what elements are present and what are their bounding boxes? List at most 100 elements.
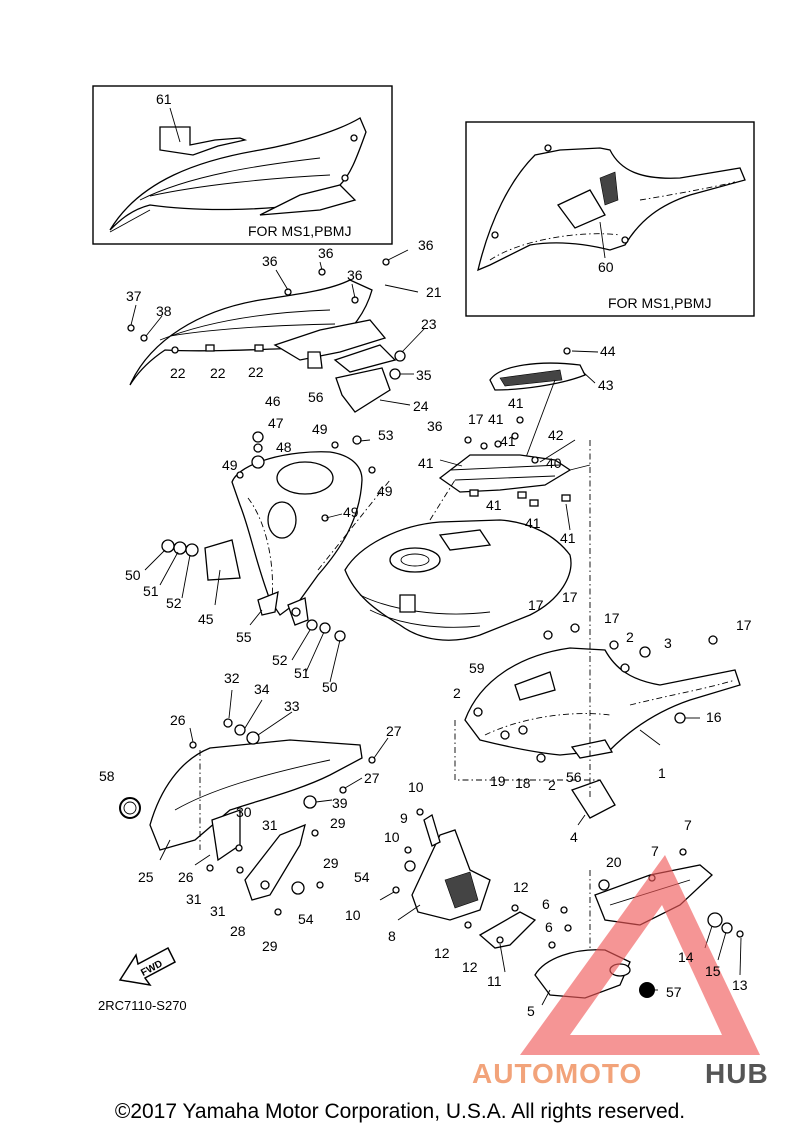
callout-42: 42 xyxy=(548,427,564,443)
callout-31: 31 xyxy=(262,817,278,833)
callout-29: 29 xyxy=(262,938,278,954)
callout-26: 26 xyxy=(170,712,186,728)
callout-32: 32 xyxy=(224,670,240,686)
callout-21: 21 xyxy=(426,284,442,300)
callout-22: 22 xyxy=(248,364,264,380)
callout-9: 9 xyxy=(400,810,408,826)
callout-7: 7 xyxy=(651,843,659,859)
callout-30: 30 xyxy=(236,804,252,820)
callout-20: 20 xyxy=(606,854,622,870)
inset-caption-61: FOR MS1,PBMJ xyxy=(248,223,351,239)
callout-49: 49 xyxy=(377,483,393,499)
inset-caption-60: FOR MS1,PBMJ xyxy=(608,295,711,311)
callout-labels: 36 36 36 36 21 37 38 23 22 22 22 35 56 2… xyxy=(99,237,752,1019)
callout-11: 11 xyxy=(487,973,502,989)
callout-36: 36 xyxy=(318,245,334,261)
callout-38: 38 xyxy=(156,303,172,319)
callout-40: 40 xyxy=(546,455,562,471)
callout-12: 12 xyxy=(462,959,478,975)
watermark-text-1: AUTOMOTO xyxy=(472,1058,642,1089)
upper-side-cover xyxy=(127,249,426,413)
callout-41: 41 xyxy=(525,515,541,531)
callout-35: 35 xyxy=(416,367,432,383)
callout-24: 24 xyxy=(413,398,429,414)
callout-47: 47 xyxy=(268,415,284,431)
callout-48: 48 xyxy=(276,439,292,455)
watermark-logo xyxy=(520,855,760,1055)
callout-41: 41 xyxy=(488,411,504,427)
callout-44: 44 xyxy=(600,343,616,359)
fwd-arrow: FWD xyxy=(118,946,176,987)
callout-5: 5 xyxy=(527,1003,535,1019)
callout-27: 27 xyxy=(364,770,380,786)
callout-10: 10 xyxy=(408,779,424,795)
callout-56: 56 xyxy=(308,389,324,405)
callout-1: 1 xyxy=(658,765,666,781)
callout-7: 7 xyxy=(684,817,692,833)
callout-36: 36 xyxy=(262,253,278,269)
callout-59: 59 xyxy=(469,660,485,676)
callout-53: 53 xyxy=(378,427,394,443)
callout-51: 51 xyxy=(294,665,310,681)
callout-13: 13 xyxy=(732,977,748,993)
callout-45: 45 xyxy=(198,611,214,627)
callout-2: 2 xyxy=(453,685,461,701)
bracket-40 xyxy=(438,416,591,531)
inner-panel-8 xyxy=(379,808,491,921)
callout-41: 41 xyxy=(486,497,502,513)
callout-23: 23 xyxy=(421,316,437,332)
callout-50: 50 xyxy=(125,567,141,583)
callout-61: 61 xyxy=(156,91,172,107)
callout-14: 14 xyxy=(678,949,694,965)
copyright-notice: ©2017 Yamaha Motor Corporation, U.S.A. A… xyxy=(114,1100,686,1123)
watermark-text-2: HUB xyxy=(705,1058,769,1089)
callout-50: 50 xyxy=(322,679,338,695)
callout-55: 55 xyxy=(236,629,252,645)
callout-49: 49 xyxy=(312,421,328,437)
callout-18: 18 xyxy=(515,775,531,791)
callout-27: 27 xyxy=(386,723,402,739)
callout-46: 46 xyxy=(265,393,281,409)
callout-36: 36 xyxy=(418,237,434,253)
callout-56: 56 xyxy=(566,769,582,785)
callout-17: 17 xyxy=(528,597,544,613)
callout-25: 25 xyxy=(138,869,154,885)
callout-39: 39 xyxy=(332,795,348,811)
callout-4: 4 xyxy=(570,829,578,845)
callout-31: 31 xyxy=(210,903,226,919)
callout-15: 15 xyxy=(705,963,721,979)
callout-52: 52 xyxy=(166,595,182,611)
callout-57: 57 xyxy=(666,984,682,1000)
callout-28: 28 xyxy=(230,923,246,939)
callout-8: 8 xyxy=(388,928,396,944)
inset-box-60: 60 FOR MS1,PBMJ xyxy=(465,121,755,317)
callout-19: 19 xyxy=(490,773,506,789)
callout-3: 3 xyxy=(664,635,672,651)
callout-6: 6 xyxy=(542,896,550,912)
callout-41: 41 xyxy=(560,530,576,546)
side-cover-1 xyxy=(454,440,741,826)
callout-2: 2 xyxy=(626,629,634,645)
callout-29: 29 xyxy=(323,855,339,871)
callout-58: 58 xyxy=(99,768,115,784)
cover-43 xyxy=(489,347,599,461)
callout-17: 17 xyxy=(468,411,484,427)
lower-cowl-25 xyxy=(119,689,389,916)
callout-51: 51 xyxy=(143,583,159,599)
tank-cover-45 xyxy=(144,431,391,683)
callout-33: 33 xyxy=(284,698,300,714)
callout-41: 41 xyxy=(500,433,516,449)
callout-36: 36 xyxy=(347,267,363,283)
fuel-tank xyxy=(344,479,572,641)
callout-16: 16 xyxy=(706,709,722,725)
callout-41: 41 xyxy=(418,455,434,471)
callout-17: 17 xyxy=(736,617,752,633)
callout-12: 12 xyxy=(513,879,529,895)
callout-49: 49 xyxy=(343,504,359,520)
diagram-code: 2RC7110-S270 xyxy=(98,998,187,1013)
callout-17: 17 xyxy=(562,589,578,605)
callout-29: 29 xyxy=(330,815,346,831)
callout-6: 6 xyxy=(545,919,553,935)
callout-17: 17 xyxy=(604,610,620,626)
inset-box-61: 61 FOR MS1,PBMJ xyxy=(92,85,393,245)
